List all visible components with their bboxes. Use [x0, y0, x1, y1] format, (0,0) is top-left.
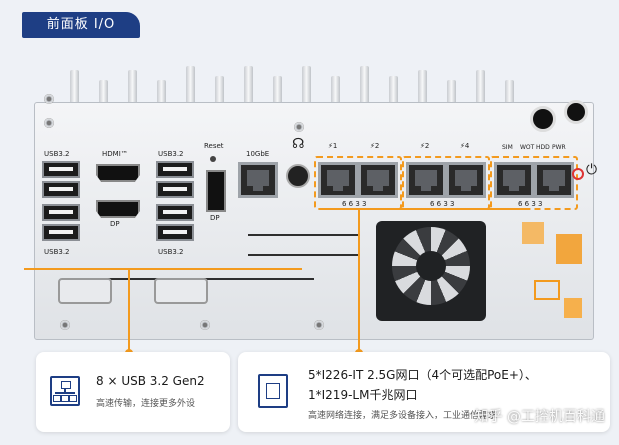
usb-port [42, 224, 80, 241]
heatsink-fin [157, 80, 166, 114]
power-icon: ⏻ [586, 162, 598, 178]
led-indicator [572, 168, 584, 180]
lan-group-c [490, 156, 578, 210]
dp-port-vertical [206, 170, 226, 212]
heatsink-fin [128, 70, 137, 114]
usb-port [156, 224, 194, 241]
device-front-panel: USB3.2 USB3.2 HDMI™ DP USB3.2 USB3.2 Res… [24, 58, 599, 352]
reset-label: Reset [204, 142, 224, 150]
chip-decoration-icon [556, 234, 582, 264]
heatsink-fin [70, 70, 79, 114]
heatsink-fin [418, 70, 427, 114]
chip-decoration-icon [564, 298, 582, 318]
usb-port [156, 181, 194, 198]
usb-port [156, 161, 194, 178]
lan-port [358, 162, 398, 198]
usb-right-bottom-label: USB3.2 [158, 248, 184, 256]
poe-mark-1: ⚡1 [328, 142, 338, 150]
screw-icon [60, 320, 70, 330]
reset-button [210, 156, 216, 162]
heatsink-fin [360, 66, 369, 114]
antenna-port-icon [564, 100, 588, 124]
lan-card-title-line1: 5*I226-IT 2.5G网口（4个可选配PoE+）、 [308, 368, 537, 382]
dp-left-label: DP [110, 220, 120, 228]
usb-card-title: 8 × USB 3.2 Gen2 [96, 374, 205, 388]
screw-icon [314, 320, 324, 330]
callout-line-usb [128, 268, 130, 352]
usb-right-top-label: USB3.2 [158, 150, 184, 158]
decor-line [248, 254, 358, 256]
status-label-pwr: PWR [552, 144, 566, 151]
usb-port [42, 161, 80, 178]
watermark: 知乎 @工控机百科通 [474, 409, 605, 425]
usb-card-subtitle: 高速传输，连接更多外设 [96, 399, 196, 409]
10gbe-port [238, 162, 278, 198]
network-tree-icon [50, 376, 80, 406]
heatsink-fin [215, 76, 224, 114]
status-label-wot: WOT [520, 144, 535, 151]
status-label-sim: SIM [502, 144, 513, 151]
screw-icon [200, 320, 210, 330]
status-label-hdd: HDD [536, 144, 550, 151]
heatsink-fin [186, 66, 195, 114]
dp-right-label: DP [210, 214, 220, 222]
poe-mark-3: ⚡2 [420, 142, 430, 150]
usb-port [156, 204, 194, 221]
dp-port [96, 200, 140, 218]
heatsink-fin [447, 80, 456, 114]
10gbe-label: 10GbE [246, 150, 270, 158]
hdmi-label: HDMI™ [102, 150, 128, 158]
lan-port [446, 162, 486, 198]
audio-jack-icon [286, 164, 310, 188]
usb-left-top-label: USB3.2 [44, 150, 70, 158]
chip-decoration-icon [534, 280, 560, 300]
decor-line [24, 268, 302, 270]
lan-led-numbers: 6 6 3 3 [430, 200, 455, 208]
lan-led-numbers: 6 6 3 3 [518, 200, 543, 208]
usb-port-stack-right [156, 161, 196, 244]
cooling-fan [376, 221, 486, 321]
usb-port [42, 181, 80, 198]
fan-hub-icon [416, 251, 446, 281]
heatsink-fin [389, 76, 398, 114]
lan-port [534, 162, 574, 198]
screw-icon [44, 94, 54, 104]
decor-line [248, 234, 358, 236]
callout-line-lan-top [324, 208, 528, 210]
screw-icon [294, 122, 304, 132]
hdmi-port [96, 164, 140, 182]
section-title: 前面板 I/O [46, 17, 116, 32]
usb-left-bottom-label: USB3.2 [44, 248, 70, 256]
lan-port [318, 162, 358, 198]
poe-mark-4: ⚡4 [460, 142, 470, 150]
heatsink-fins [64, 66, 534, 114]
serial-port [154, 278, 208, 304]
heatsink-fin [505, 80, 514, 114]
usb-port-stack-left [42, 161, 82, 244]
lan-port [494, 162, 534, 198]
chassis-body [34, 102, 594, 340]
lan-card-subtitle: 高速网络连接，满足多设备接入，工业通信需求 [308, 411, 498, 421]
headset-icon: ☊ [292, 136, 305, 152]
chip-decoration-icon [522, 222, 544, 244]
serial-port [58, 278, 112, 304]
section-title-tag: 前面板 I/O [22, 12, 140, 38]
heatsink-fin [476, 70, 485, 114]
heatsink-fin [244, 66, 253, 114]
antenna-port-icon [530, 106, 556, 132]
lan-card-title-line2: 1*I219-LM千兆网口 [308, 388, 418, 402]
heatsink-fin [99, 80, 108, 114]
chip-icon [258, 374, 288, 408]
lan-led-numbers: 6 6 3 3 [342, 200, 367, 208]
heatsink-fin [273, 76, 282, 114]
callout-line-lan [358, 208, 360, 352]
poe-mark-2: ⚡2 [370, 142, 380, 150]
heatsink-fin [331, 76, 340, 114]
heatsink-fin [302, 66, 311, 114]
lan-port [406, 162, 446, 198]
usb-feature-card: 8 × USB 3.2 Gen2 高速传输，连接更多外设 [36, 352, 230, 432]
lan-feature-card: 5*I226-IT 2.5G网口（4个可选配PoE+）、 1*I219-LM千兆… [238, 352, 610, 432]
usb-port [42, 204, 80, 221]
screw-icon [44, 118, 54, 128]
